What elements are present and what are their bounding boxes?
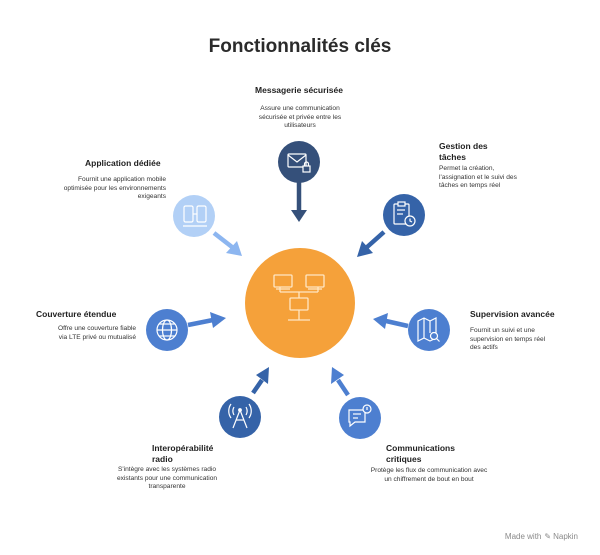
arrow-taches xyxy=(357,230,386,257)
node-radio xyxy=(219,396,261,438)
footer-brand: Napkin xyxy=(553,532,578,541)
envelope-lock-icon xyxy=(287,153,311,173)
chat-alert-icon xyxy=(348,404,372,428)
node-communications xyxy=(339,397,381,439)
node-desc-supervision: Fournit un suivi et une supervision en t… xyxy=(470,327,546,352)
napkin-logo-icon: ✎ xyxy=(544,532,552,541)
node-title-supervision: Supervision avancée xyxy=(470,309,555,319)
footer-made-with: Made with✎Napkin xyxy=(505,532,578,541)
node-desc-messagerie: Assure une communication sécurisée et pr… xyxy=(258,105,342,130)
arrow-supervision xyxy=(373,313,409,329)
globe-icon xyxy=(156,319,178,341)
page-title: Fonctionnalités clés xyxy=(208,36,392,57)
footer-made-with-label: Made with xyxy=(504,532,542,541)
node-desc-radio: S'intègre avec les systèmes radio exista… xyxy=(116,466,218,491)
center-node xyxy=(245,248,355,358)
map-search-icon xyxy=(417,317,440,342)
node-messagerie xyxy=(278,141,320,183)
node-title-messagerie: Messagerie sécurisée xyxy=(255,85,343,95)
devices-icon xyxy=(183,205,207,227)
node-title-taches: Gestion des tâches xyxy=(439,141,488,162)
network-icon xyxy=(273,274,325,321)
node-desc-communications: Protège les flux de communication avec u… xyxy=(370,467,488,483)
arrow-application xyxy=(212,231,242,256)
arrow-radio xyxy=(251,367,269,395)
node-title-communications: Communications critiques xyxy=(386,443,455,464)
arrow-messagerie xyxy=(291,182,307,222)
node-title-application: Application dédiée xyxy=(85,158,161,168)
node-title-couverture: Couverture étendue xyxy=(36,309,117,319)
arrows xyxy=(187,182,409,397)
arrow-couverture xyxy=(187,312,226,328)
node-desc-application: Fournit une application mobile optimisée… xyxy=(63,176,166,201)
node-desc-taches: Permet la création, l'assignation et le … xyxy=(439,165,517,190)
arrow-communications xyxy=(331,367,350,397)
node-application xyxy=(173,195,215,237)
clipboard-clock-icon xyxy=(393,201,416,227)
node-taches xyxy=(383,194,425,236)
node-desc-couverture: Offre une couverture fiable via LTE priv… xyxy=(58,325,136,341)
node-title-radio: Interopérabilité radio xyxy=(152,443,214,464)
node-supervision xyxy=(408,309,450,351)
node-couverture xyxy=(146,309,188,351)
radio-tower-icon xyxy=(228,403,252,429)
